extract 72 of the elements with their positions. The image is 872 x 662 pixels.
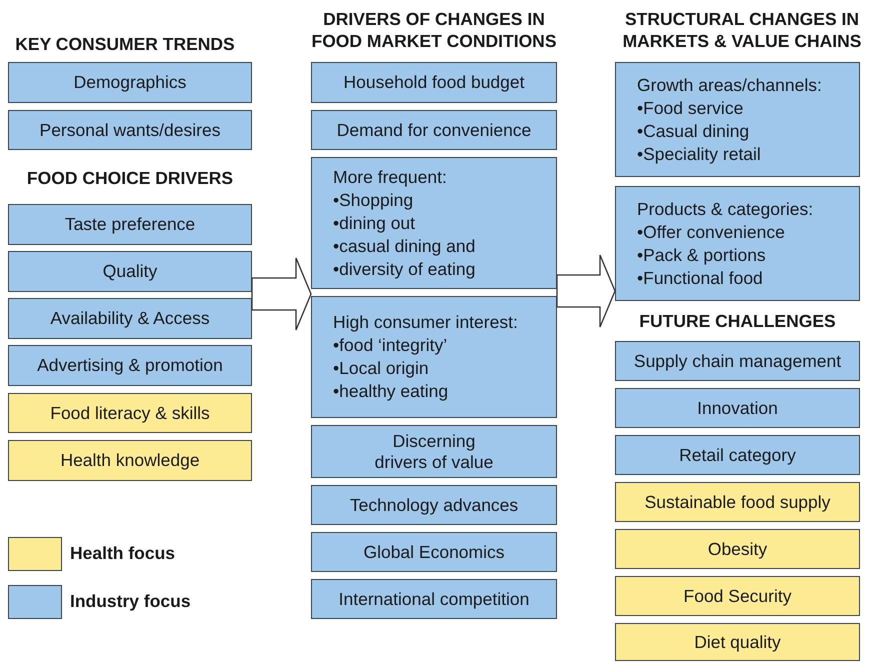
box-label: Retail category [679, 444, 796, 466]
section-heading: FOOD CHOICE DRIVERS [26, 167, 234, 189]
section-heading: KEY CONSUMER TRENDS [14, 33, 236, 55]
bullet-list-box [311, 296, 557, 418]
box-heading: High consumer interest: [333, 311, 519, 334]
category-box [8, 204, 252, 245]
category-box [615, 341, 860, 381]
category-box [311, 110, 557, 150]
category-box [311, 62, 557, 103]
box-heading: Growth areas/channels: [637, 74, 823, 96]
bullet-item: •Local origin [333, 357, 430, 380]
box-label: Food Security [684, 586, 792, 606]
category-box [8, 62, 252, 103]
category-box [8, 298, 252, 339]
bullet-item: •Food service [637, 96, 744, 120]
bullet-item: •Pack & portions [637, 244, 767, 266]
category-box [615, 623, 860, 661]
category-box [8, 110, 252, 150]
box-label: Technology advances [350, 494, 518, 516]
category-box [615, 388, 860, 428]
category-box [8, 393, 252, 433]
box-label: Personal wants/desires [40, 120, 220, 140]
box-label: Household food budget [344, 72, 524, 93]
bullet-item: •dining out [333, 212, 416, 234]
bullet-list-box [615, 62, 860, 177]
box-label: Supply chain management [634, 350, 842, 372]
box-heading: Products & categories: [637, 198, 814, 220]
box-label: Sustainable food supply [644, 492, 830, 512]
category-box [8, 251, 252, 292]
box-label: Health knowledge [60, 450, 200, 471]
box-label: Advertising & promotion [37, 355, 223, 376]
box-label: Availability & Access [50, 308, 210, 329]
box-label: International competition [338, 588, 530, 610]
box-label: Global Economics [363, 542, 505, 562]
box-label: Taste preference [64, 214, 196, 235]
box-label: Quality [102, 261, 158, 282]
box-label: Obesity [708, 538, 768, 560]
bullet-item: •diversity of eating [333, 258, 476, 280]
legend-label: Industry focus [70, 591, 191, 612]
bullet-item: •casual dining and [333, 234, 476, 258]
bullet-item: •Functional food [637, 266, 764, 290]
box-label: Demand for convenience [336, 120, 532, 140]
category-box [615, 482, 860, 522]
bullet-item: •food ‘integrity’ [333, 334, 448, 357]
category-box [615, 576, 860, 616]
bullet-item: •Speciality retail [637, 142, 762, 166]
bullet-list-box [615, 186, 860, 301]
category-box [311, 532, 557, 572]
box-label: Discerning drivers of value [374, 430, 494, 472]
section-heading: DRIVERS OF CHANGES IN FOOD MARKET CONDITIONS [311, 8, 557, 52]
box-heading: More frequent: [333, 166, 448, 188]
category-box [615, 435, 860, 475]
bullet-item: •Casual dining [637, 120, 750, 142]
box-label: Diet quality [694, 632, 781, 652]
category-box [8, 440, 252, 481]
section-heading: FUTURE CHALLENGES [638, 310, 837, 332]
category-box [8, 345, 252, 386]
block-arrow [251, 257, 312, 331]
category-box [615, 529, 860, 569]
category-box [311, 579, 557, 619]
category-box [311, 425, 557, 478]
box-label: Demographics [74, 72, 186, 93]
box-label: Innovation [697, 398, 778, 418]
bullet-list-box [311, 157, 557, 289]
bullet-item: •healthy eating [333, 380, 450, 403]
category-box [311, 485, 557, 525]
bullet-item: •Offer convenience [637, 220, 786, 244]
section-heading: STRUCTURAL CHANGES IN MARKETS & VALUE CHAINS [622, 8, 862, 52]
legend-label: Health focus [70, 543, 176, 564]
block-arrow [556, 254, 616, 328]
box-label: Food literacy & skills [50, 402, 210, 424]
bullet-item: •Shopping [333, 188, 414, 212]
